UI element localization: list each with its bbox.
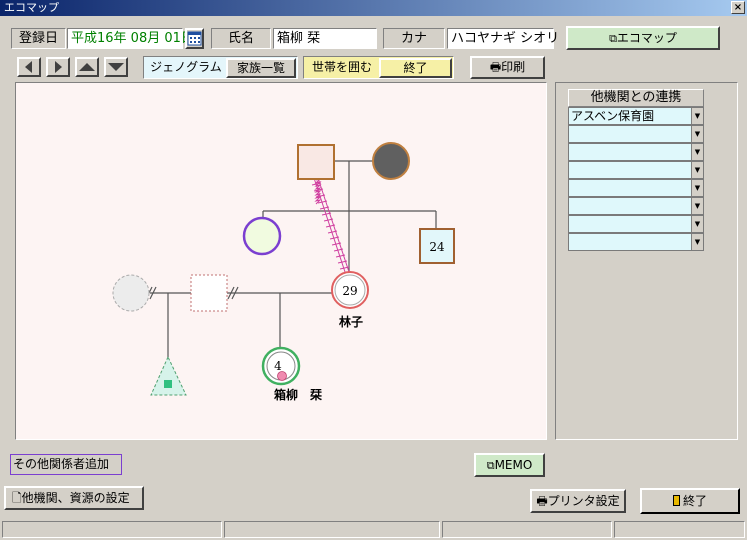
pregnancy-triangle (150, 355, 187, 396)
agency-list-header: 他機関との連携 (568, 89, 704, 107)
mother-circle (372, 142, 410, 180)
father-square (297, 144, 335, 180)
agency-settings-label: 他機関、資源の設定 (21, 491, 130, 505)
chevron-down-icon[interactable]: ▼ (691, 234, 703, 250)
register-date-label: 登録日 (11, 28, 66, 49)
status-cell (442, 521, 612, 538)
pregnancy-marker (164, 380, 172, 388)
agency-row[interactable]: ▼ (568, 215, 704, 233)
agency-row[interactable]: ▼ (568, 179, 704, 197)
printer-settings-button[interactable]: 🖶プリンタ設定 (530, 489, 626, 513)
status-cell (224, 521, 440, 538)
view-tab-group: ジェノグラム 家族一覧 (143, 56, 298, 79)
kana-field[interactable]: ハコヤナギ シオリ (447, 28, 559, 49)
right-arrow-icon[interactable] (46, 57, 70, 77)
agency-row[interactable]: ▼ (568, 143, 704, 161)
printer-settings-label: プリンタ設定 (547, 494, 620, 508)
child-circle: 4 箱柳 栞 (261, 346, 322, 402)
agency-row[interactable]: ▼ (568, 233, 704, 251)
household-group: 世帯を囲む 終了 (303, 56, 454, 79)
kana-label: カナ (383, 28, 445, 49)
name-field[interactable]: 箱柳 栞 (273, 28, 377, 49)
up-arrow-icon[interactable] (75, 57, 99, 77)
child-name-label: 箱柳 栞 (274, 387, 322, 402)
chevron-down-icon[interactable]: ▼ (691, 216, 703, 232)
close-icon[interactable]: × (731, 1, 745, 14)
memo-icon: ⧉ (486, 459, 495, 472)
window-title: エコマップ (4, 1, 59, 14)
window-title-bar: エコマップ (0, 0, 747, 16)
agency-row-text: アスベン保育園 (571, 109, 655, 123)
printer-icon: 🖶 (489, 60, 502, 74)
exit-button[interactable]: 終了 (640, 488, 740, 514)
print-button-label: 印刷 (501, 60, 526, 74)
register-date-field[interactable]: 平成16年 08月 01日 (67, 28, 194, 49)
left-arrow-icon[interactable] (17, 57, 41, 77)
down-arrow-icon[interactable] (104, 57, 128, 77)
hostile-hatch (311, 182, 350, 270)
memo-button-label: MEMO (494, 458, 533, 472)
printer-icon: 🖶 (536, 494, 548, 508)
status-cell (614, 521, 745, 538)
genogram-canvas[interactable]: 24 29 林子 4 箱柳 栞 (15, 82, 547, 440)
status-bar (0, 519, 747, 540)
agency-settings-button[interactable]: 🗋他機関、資源の設定 (4, 486, 144, 510)
chevron-down-icon[interactable]: ▼ (691, 108, 703, 124)
name-label: 氏名 (211, 28, 271, 49)
exit-button-label: 終了 (682, 494, 707, 508)
center-age-label: 29 (342, 284, 357, 298)
calendar-icon[interactable] (185, 28, 204, 49)
agency-row[interactable]: アスベン保育園 ▼ (568, 107, 704, 125)
center-person-circle: 29 林子 (331, 271, 369, 329)
tab-family-list[interactable]: 家族一覧 (226, 58, 296, 78)
child-marker (277, 371, 287, 381)
tab-genogram[interactable]: ジェノグラム (150, 60, 222, 74)
agency-row[interactable]: ▼ (568, 197, 704, 215)
chevron-down-icon[interactable]: ▼ (691, 126, 703, 142)
relationship-lines (150, 160, 437, 357)
center-name-label: 林子 (339, 314, 363, 329)
add-other-party-button[interactable]: その他関係者追加 (10, 454, 122, 475)
document-icon: 🗋 (12, 491, 22, 505)
memo-button[interactable]: ⧉MEMO (474, 453, 545, 477)
chevron-down-icon[interactable]: ▼ (691, 180, 703, 196)
child-age-label: 4 (274, 359, 282, 373)
ecomap-button[interactable]: ⧉エコマップ (566, 26, 720, 50)
chevron-down-icon[interactable]: ▼ (691, 162, 703, 178)
status-cell (2, 521, 222, 538)
exit-door-icon (672, 495, 680, 506)
ecomap-icon: ⧉ (609, 32, 617, 45)
sibling-purple-circle (242, 216, 282, 256)
chevron-down-icon[interactable]: ▼ (691, 144, 703, 160)
hostile-relationship-line (313, 177, 351, 276)
brother-age-label: 24 (429, 240, 445, 254)
agency-row[interactable]: ▼ (568, 125, 704, 143)
chevron-down-icon[interactable]: ▼ (691, 198, 703, 214)
brother-square: 24 (419, 228, 455, 264)
ex-spouse-square (190, 274, 228, 312)
agency-row[interactable]: ▼ (568, 161, 704, 179)
agency-panel (555, 82, 738, 440)
ecomap-button-label: エコマップ (616, 31, 677, 45)
household-button[interactable]: 世帯を囲む (311, 60, 372, 74)
print-button[interactable]: 🖶印刷 (470, 56, 545, 79)
ex-spouse-circle (112, 274, 150, 312)
end-small-button[interactable]: 終了 (379, 58, 452, 78)
